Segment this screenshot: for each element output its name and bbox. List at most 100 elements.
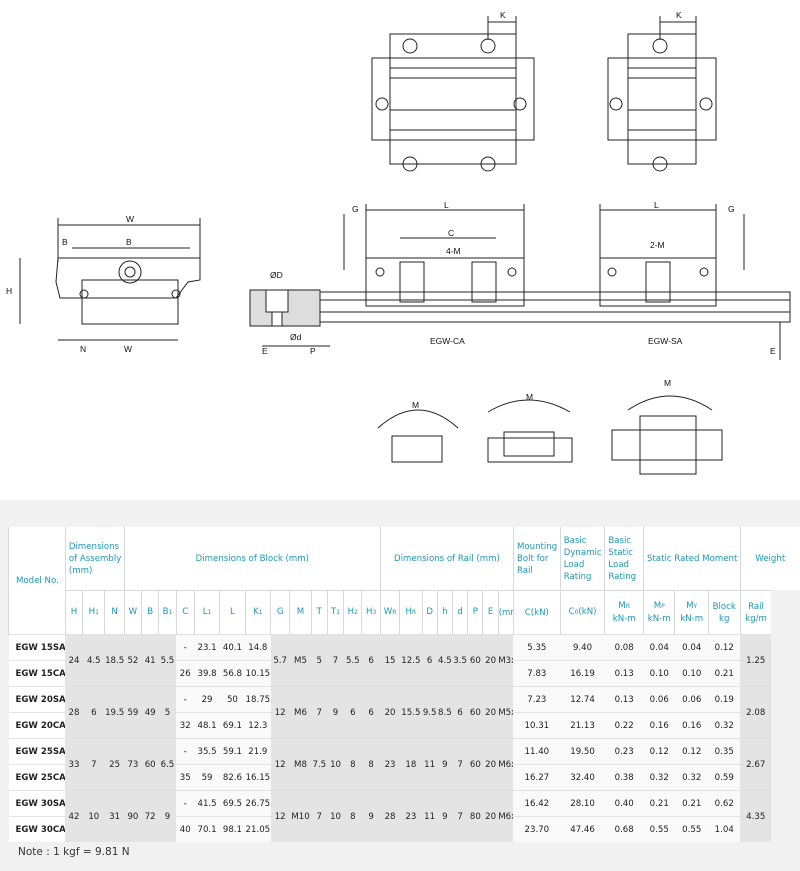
table-cell: 18 bbox=[399, 738, 423, 791]
table-cell: 39.8 bbox=[194, 660, 220, 687]
table-cell: 42 bbox=[65, 790, 83, 842]
bolt-cell: M6x25 bbox=[498, 790, 514, 842]
table-cell: 48.1 bbox=[194, 712, 220, 739]
table-cell: 0.04 bbox=[674, 634, 709, 661]
table-cell: 0.55 bbox=[674, 816, 709, 842]
col-H3: H3 bbox=[361, 590, 381, 635]
model-cell: EGW 30CA bbox=[8, 816, 66, 842]
table-cell: 5 bbox=[158, 686, 177, 739]
table-cell: 6 bbox=[361, 634, 381, 687]
svg-text:2-M: 2-M bbox=[650, 240, 665, 250]
table-cell: 0.12 bbox=[674, 738, 709, 765]
col-dyn-unit: C(kN) bbox=[512, 590, 561, 635]
table-cell: 47.46 bbox=[560, 816, 605, 842]
svg-text:K: K bbox=[676, 10, 682, 20]
table-cell: 4.5 bbox=[82, 634, 105, 687]
table-cell: 32 bbox=[176, 712, 195, 739]
table-cell: 40.1 bbox=[219, 634, 246, 661]
table-cell: 10.15 bbox=[245, 660, 271, 687]
table-cell: 15 bbox=[380, 634, 400, 687]
table-cell: 18.5 bbox=[104, 634, 125, 687]
table-cell: 3.5 bbox=[452, 634, 468, 687]
table-cell: 0.21 bbox=[674, 790, 709, 817]
table-cell: 12.5 bbox=[399, 634, 423, 687]
table-cell: 82.6 bbox=[219, 764, 246, 791]
table-cell: 19.50 bbox=[560, 738, 605, 765]
table-cell: - bbox=[176, 686, 195, 713]
table-cell: 0.12 bbox=[708, 634, 740, 661]
table-cell: 0.32 bbox=[643, 764, 675, 791]
table-cell: 49 bbox=[141, 686, 159, 739]
svg-text:M: M bbox=[412, 400, 419, 410]
table-cell: 0.21 bbox=[643, 790, 675, 817]
table-cell: 21.13 bbox=[560, 712, 605, 739]
table-cell: 0.68 bbox=[604, 816, 644, 842]
header-dynamic: Basic Dynamic Load Rating bbox=[559, 527, 605, 591]
bolt-cell: M3x16 bbox=[498, 634, 514, 687]
col-T1: T1 bbox=[326, 590, 344, 635]
table-cell: M5 bbox=[289, 634, 312, 687]
header-static: Basic Static Load Rating bbox=[604, 527, 644, 591]
table-cell: 10.31 bbox=[513, 712, 561, 739]
table-cell: 23.70 bbox=[513, 816, 561, 842]
table-cell: M10 bbox=[289, 790, 312, 842]
table-cell: 40 bbox=[176, 816, 195, 842]
table-cell: 98.1 bbox=[219, 816, 246, 842]
bolt-cell: M5x16 bbox=[498, 686, 514, 739]
table-cell: 8.5 bbox=[437, 686, 453, 739]
table-cell: 5.5 bbox=[343, 634, 362, 687]
table-cell: 19.5 bbox=[104, 686, 125, 739]
table-cell: - bbox=[176, 634, 195, 661]
header-rail: Dimensions of Rail (mm) bbox=[379, 527, 514, 591]
table-cell: 69.1 bbox=[219, 712, 246, 739]
technical-drawing: W B B H N W ØD Ød E P G L C 4-M L 2-M G … bbox=[6, 10, 791, 475]
col-st-unit: C0(kN) bbox=[559, 590, 605, 635]
table-cell: 50 bbox=[219, 686, 246, 713]
table-cell: 12.74 bbox=[560, 686, 605, 713]
model-cell: EGW 30SA bbox=[8, 790, 66, 817]
table-cell: 7 bbox=[452, 738, 468, 791]
table-cell: 41.5 bbox=[194, 790, 220, 817]
table-cell: 11.40 bbox=[513, 738, 561, 765]
table-cell: 20 bbox=[482, 738, 499, 791]
table-cell: 15.5 bbox=[399, 686, 423, 739]
header-block: Dimensions of Block (mm) bbox=[123, 527, 381, 591]
svg-text:G: G bbox=[352, 204, 359, 214]
drawing-svg: W B B H N W ØD Ød E P G L C 4-M L 2-M G … bbox=[6, 10, 791, 475]
top-view-ca bbox=[371, 16, 535, 172]
svg-text:E: E bbox=[262, 346, 268, 356]
table-cell: M8 bbox=[289, 738, 312, 791]
table-cell: 90 bbox=[124, 790, 142, 842]
table-cell: 6 bbox=[452, 686, 468, 739]
table-cell: 0.06 bbox=[643, 686, 675, 713]
svg-text:L: L bbox=[444, 200, 449, 210]
table-cell: 31 bbox=[104, 790, 125, 842]
drawing-labels: W B B H N W ØD Ød E P G L C 4-M L 2-M G … bbox=[6, 10, 776, 410]
table-cell: 28 bbox=[65, 686, 83, 739]
table-cell: 0.16 bbox=[643, 712, 675, 739]
model-cell: EGW 25SA bbox=[8, 738, 66, 765]
table-cell: 20 bbox=[482, 634, 499, 687]
col-bolt-unit: (mm) bbox=[497, 590, 514, 635]
table-cell: 10 bbox=[327, 790, 344, 842]
svg-text:W: W bbox=[126, 214, 134, 224]
svg-text:EGW-CA: EGW-CA bbox=[430, 336, 465, 346]
svg-text:P: P bbox=[310, 346, 316, 356]
table-cell: 12 bbox=[270, 790, 290, 842]
table-cell: 28.10 bbox=[560, 790, 605, 817]
table-cell: 69.5 bbox=[219, 790, 246, 817]
table-cell: 52 bbox=[124, 634, 142, 687]
col-d: d bbox=[451, 590, 468, 635]
moment-diagrams bbox=[377, 395, 723, 475]
table-cell: 0.62 bbox=[708, 790, 740, 817]
table-cell: 60 bbox=[467, 738, 483, 791]
table-cell: 0.35 bbox=[708, 738, 740, 765]
table-cell: 7.23 bbox=[513, 686, 561, 713]
table-cell: 33 bbox=[65, 738, 83, 791]
table-cell: 8 bbox=[343, 790, 362, 842]
table-cell: 0.13 bbox=[604, 686, 644, 713]
spec-table: Model No. Dimensions of Assembly (mm) Di… bbox=[8, 527, 800, 842]
